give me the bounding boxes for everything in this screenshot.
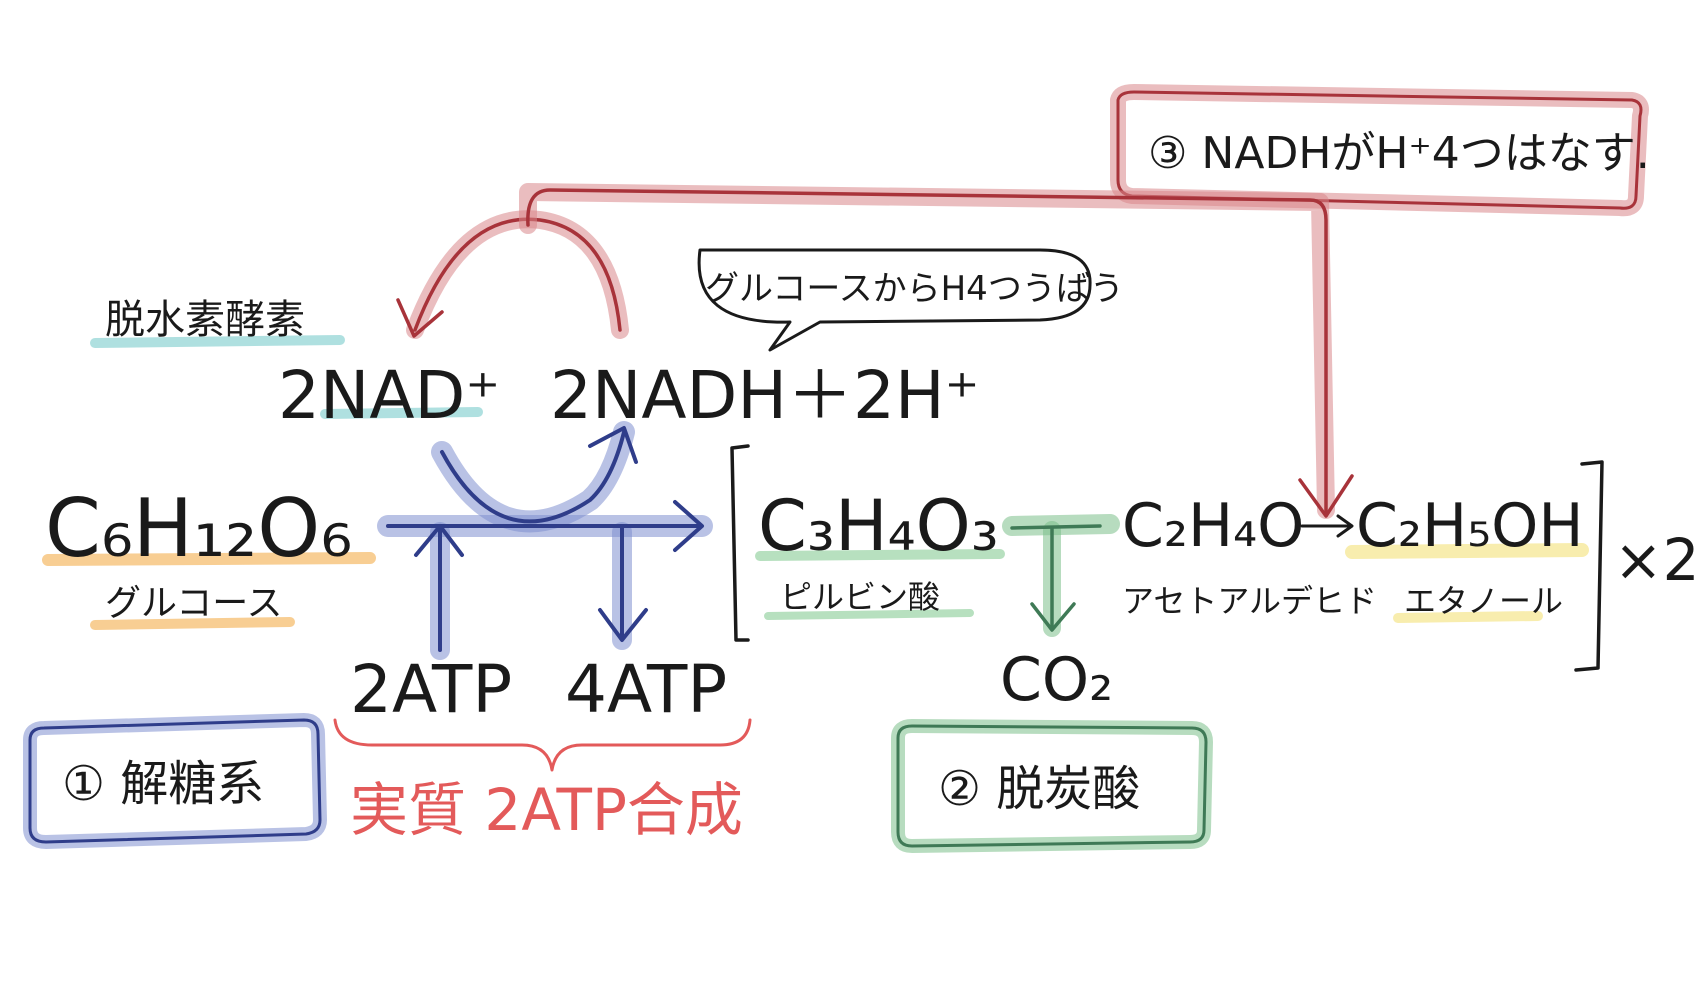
cofactor-row: 2NAD⁺ 2NADH＋2H⁺ xyxy=(278,357,979,434)
step3-box: ③ NADHがH⁺4つはなす. xyxy=(1110,84,1650,217)
pyruvate-name: ピルビン酸 xyxy=(780,578,940,616)
nadh-return-arrow xyxy=(396,183,1354,519)
acetaldehyde-group: C₂H₄O アセトアルデヒド xyxy=(1122,491,1377,620)
step3-label: ③ NADHがH⁺4つはなす. xyxy=(1148,128,1650,179)
speech-bubble: グルコースからH4つうばう xyxy=(697,248,1124,352)
co2-label: CO₂ xyxy=(1000,645,1113,715)
acetaldehyde-name: アセトアルデヒド xyxy=(1122,582,1377,620)
step1-box: ① 解糖系 xyxy=(23,713,327,849)
acetaldehyde-formula: C₂H₄O xyxy=(1122,491,1304,561)
dehydrogenase-label: 脱水素酵素 xyxy=(105,297,305,343)
glucose-name: グルコース xyxy=(105,583,282,624)
glucose-group: C₆H₁₂O₆ グルコース xyxy=(42,482,376,630)
glucose-formula: C₆H₁₂O₆ xyxy=(45,482,352,575)
acetaldehyde-to-ethanol-arrow xyxy=(1300,514,1354,538)
ethanol-formula: C₂H₅OH xyxy=(1356,491,1583,561)
step1-label: ① 解糖系 xyxy=(62,756,264,812)
decarbox-arrows xyxy=(1002,514,1120,637)
glycolysis-arrows xyxy=(377,421,713,660)
speech-bubble-text: グルコースからH4つうばう xyxy=(705,269,1124,309)
step2-label: ② 脱炭酸 xyxy=(938,761,1140,817)
net-atp-label: 実質 2ATP合成 xyxy=(350,776,743,844)
ethanol-group: C₂H₅OH エタノール xyxy=(1345,491,1589,623)
nadh-label: 2NADH＋2H⁺ xyxy=(550,357,979,434)
atp-in-label: 2ATP xyxy=(350,651,512,728)
right-bracket xyxy=(1574,460,1604,672)
net-atp-brace xyxy=(333,718,752,772)
nad-label: 2NAD⁺ xyxy=(278,357,500,434)
step2-box: ② 脱炭酸 xyxy=(891,719,1213,853)
dehydrogenase-group: 脱水素酵素 xyxy=(90,297,345,348)
times-two-label: ×2 xyxy=(1614,526,1700,594)
left-bracket xyxy=(730,444,750,642)
bracket-group: ×2 xyxy=(730,444,1700,672)
pyruvate-group: C₃H₄O₃ ピルビン酸 xyxy=(755,485,1005,620)
ethanol-name: エタノール xyxy=(1404,582,1563,620)
pyruvate-formula: C₃H₄O₃ xyxy=(758,485,999,567)
atp-group: 2ATP 4ATP 実質 2ATP合成 xyxy=(333,651,752,844)
atp-out-label: 4ATP xyxy=(565,651,727,728)
